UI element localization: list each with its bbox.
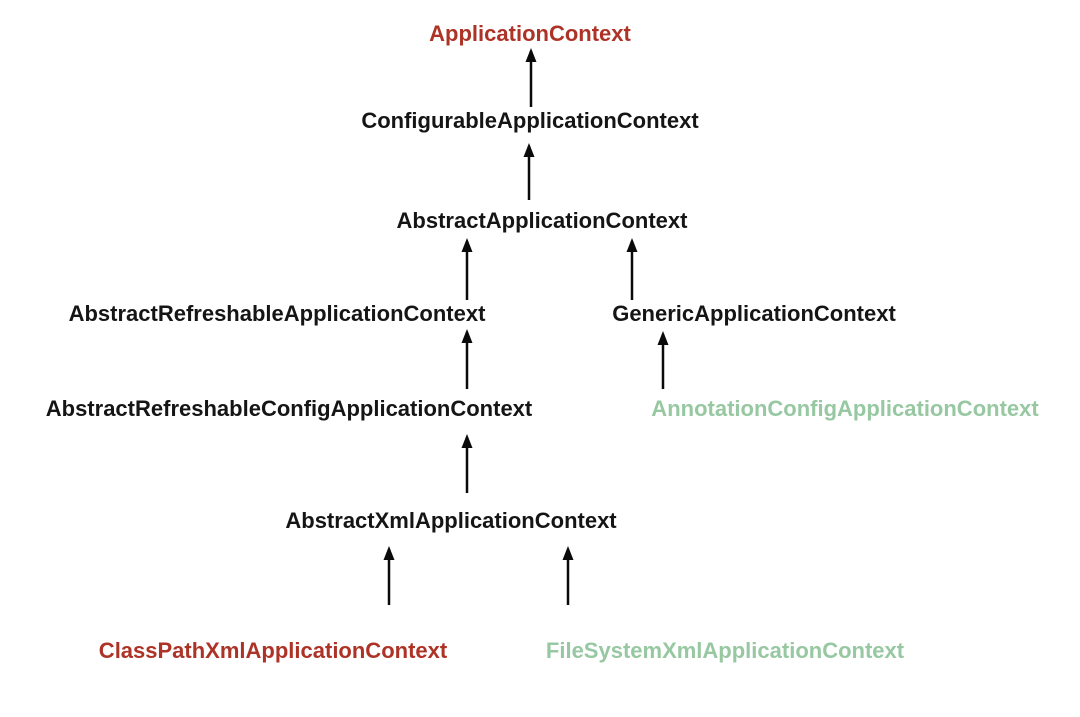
node-application-context: ApplicationContext (429, 21, 631, 46)
node-generic-application-context: GenericApplicationContext (612, 301, 896, 326)
node-file-system-xml-application-context: FileSystemXmlApplicationContext (545, 638, 905, 663)
node-abstract-refreshable-application-context: AbstractRefreshableApplicationContext (68, 301, 486, 326)
node-annotation-config-application-context: AnnotationConfigApplicationContext (651, 396, 1039, 421)
node-configurable-application-context: ConfigurableApplicationContext (361, 108, 699, 133)
node-abstract-application-context: AbstractApplicationContext (396, 208, 688, 233)
node-class-path-xml-application-context: ClassPathXmlApplicationContext (98, 638, 448, 663)
node-abstract-refreshable-config-application-context: AbstractRefreshableConfigApplicationCont… (45, 396, 533, 421)
node-abstract-xml-application-context: AbstractXmlApplicationContext (285, 508, 617, 533)
